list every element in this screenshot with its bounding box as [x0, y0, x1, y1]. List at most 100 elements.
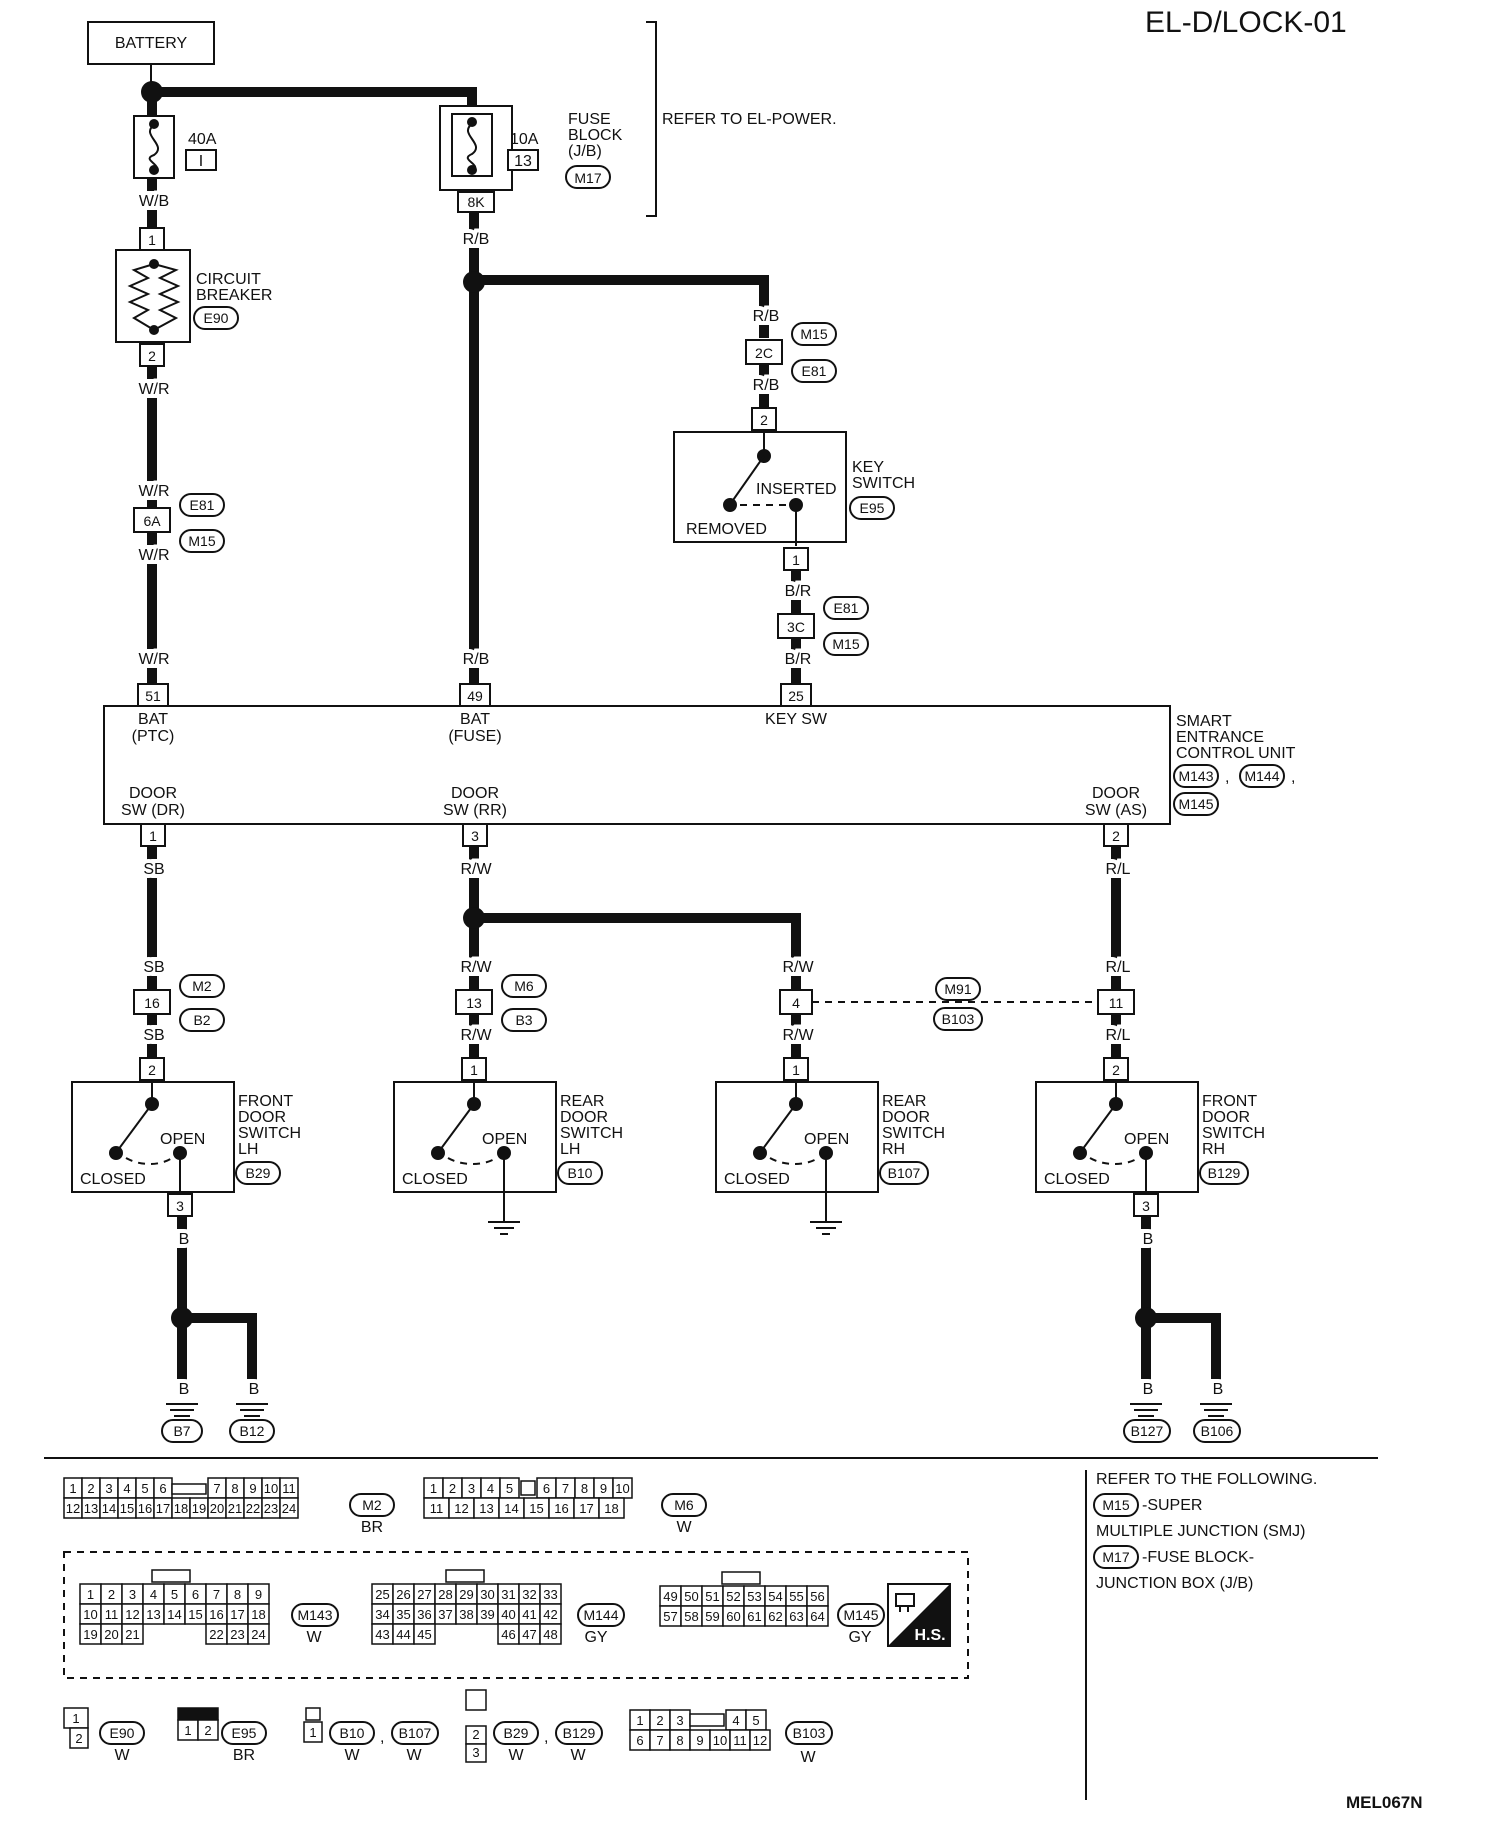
m143-pin-8: 8 — [234, 1587, 241, 1602]
ds2-conn: B10 — [568, 1165, 593, 1181]
conn-b103-code: B103 — [793, 1725, 826, 1741]
fuse-40a-pin-top — [149, 119, 159, 129]
fuse-10a-pin-bot — [467, 165, 477, 175]
conn-b107-oval — [391, 1721, 439, 1745]
m145-pin-49: 49 — [663, 1589, 677, 1604]
conn-b129-color: W — [570, 1747, 586, 1764]
m145-pin-61: 61 — [747, 1609, 761, 1624]
fuse-40a-pin-bot — [149, 165, 159, 175]
key-switch-contact-removed — [723, 498, 737, 512]
m143-pin-16: 16 — [209, 1607, 223, 1622]
m2b-pin-9: 9 — [249, 1481, 256, 1496]
fuse-10a-num-box — [507, 149, 539, 171]
b103-pin-4: 4 — [732, 1713, 739, 1728]
m6-pin-8: 8 — [581, 1481, 588, 1496]
secu-connectors-dashed-box — [63, 1551, 969, 1679]
key-switch-conn: E95 — [860, 500, 885, 516]
m6-pin-10: 10 — [615, 1481, 629, 1496]
conn-e90-color: W — [114, 1747, 130, 1764]
conn-b107-color: W — [406, 1747, 422, 1764]
secu-pin-25-box — [780, 683, 812, 707]
m145-pin-58: 58 — [684, 1609, 698, 1624]
m144-pin-39: 39 — [480, 1607, 494, 1622]
battery-box — [87, 21, 215, 65]
junction-16-b2-oval — [179, 1008, 225, 1032]
ground-b106: B106 — [1201, 1423, 1234, 1439]
m145-pin-60: 60 — [726, 1609, 740, 1624]
m143-pin-21: 21 — [125, 1627, 139, 1642]
junction-3c-e81-oval — [823, 596, 869, 620]
wire-label-sb-3: SB — [143, 1027, 164, 1044]
m143-pin-11: 11 — [105, 1607, 119, 1622]
secu-conn-m143: M143 — [1178, 768, 1213, 784]
conn-e95-color: BR — [233, 1747, 255, 1764]
secu-pin-49-name-2: (FUSE) — [448, 728, 501, 745]
m2b-pin-7: 7 — [213, 1481, 220, 1496]
ds4-contact-closed — [1073, 1146, 1087, 1160]
m144-pin-31: 31 — [501, 1587, 515, 1602]
wire-label-b-3: B — [249, 1381, 260, 1398]
m2-lock — [171, 1483, 207, 1495]
m143-pin-21-cell — [121, 1623, 144, 1645]
m144-pin-41: 41 — [522, 1607, 536, 1622]
junction-11: 11 — [1109, 995, 1124, 1011]
cb-pin-top: 1 — [148, 232, 156, 248]
ground-b12: B12 — [240, 1423, 265, 1439]
conn-b10-comma: , — [380, 1729, 384, 1746]
wire-rw-branch — [474, 913, 801, 990]
wire-label-wr-2: W/R — [138, 483, 169, 500]
junction-3c: 3C — [787, 619, 805, 635]
m2-pin-22: 22 — [246, 1501, 260, 1516]
key-switch-label-1: KEY — [852, 459, 884, 476]
m144-pin-38: 38 — [459, 1607, 473, 1622]
m144-pin-40: 40 — [501, 1607, 515, 1622]
m143-pin-13: 13 — [146, 1607, 160, 1622]
m144-pin-37: 37 — [438, 1607, 452, 1622]
junction-m91: M91 — [944, 981, 971, 997]
secu-conn-m145-oval — [1173, 792, 1219, 816]
wire-label-b-1: B — [179, 1231, 190, 1248]
secu-comma-1: , — [1225, 769, 1229, 786]
ds2-arm — [439, 1103, 475, 1151]
wire-label-b-4: B — [1143, 1231, 1154, 1248]
b29-key — [465, 1689, 487, 1711]
ds3-dash — [769, 1157, 819, 1165]
ground-b127-oval — [1123, 1419, 1171, 1443]
secu-conn-m143-oval — [1173, 764, 1219, 788]
junction-13-b3: B3 — [515, 1012, 532, 1028]
m2-pin-24-cell — [279, 1497, 299, 1519]
fuse-block-conn-oval — [565, 165, 611, 189]
secu-pin-dr: 1 — [149, 828, 157, 844]
m2-pin-23: 23 — [264, 1501, 278, 1516]
cb-conn-oval — [193, 306, 239, 330]
junction-6a-m15-oval — [179, 529, 225, 553]
conn-m6-color: W — [676, 1519, 692, 1536]
refer-power: REFER TO EL-POWER. — [662, 111, 837, 128]
m6-pin-18-cell — [598, 1497, 625, 1519]
m145-lock — [721, 1571, 761, 1585]
m143-pin-18: 18 — [251, 1607, 265, 1622]
m143-pin-6: 6 — [192, 1587, 199, 1602]
junction-6a-e81: E81 — [190, 497, 215, 513]
b103-pin-10: 10 — [713, 1733, 727, 1748]
m6-pin-9: 9 — [600, 1481, 607, 1496]
wire-label-rw-1: R/W — [460, 861, 492, 878]
ds2-conn-oval — [557, 1161, 603, 1185]
conn-m143-oval — [291, 1603, 339, 1627]
b103-pin-12-cell — [749, 1729, 771, 1751]
wire-label-rb-2: R/B — [753, 308, 780, 325]
m145-pin-62: 62 — [768, 1609, 782, 1624]
conn-b10-color: W — [344, 1747, 360, 1764]
conn-e95-oval — [221, 1721, 267, 1745]
fuse-block-label-2: BLOCK — [568, 127, 623, 144]
m143-pin-24: 24 — [251, 1627, 265, 1642]
m144-pin-35: 35 — [396, 1607, 410, 1622]
m143-pin-20: 20 — [104, 1627, 118, 1642]
fuse-block-pin: 8K — [467, 194, 485, 210]
e90-pin-2: 2 — [75, 1731, 82, 1746]
m6-pin-18: 18 — [604, 1501, 618, 1516]
b103-pin-6: 6 — [636, 1733, 643, 1748]
junction-3c-box — [777, 613, 815, 639]
m145-pin-59: 59 — [705, 1609, 719, 1624]
junction-13: 13 — [466, 995, 482, 1011]
